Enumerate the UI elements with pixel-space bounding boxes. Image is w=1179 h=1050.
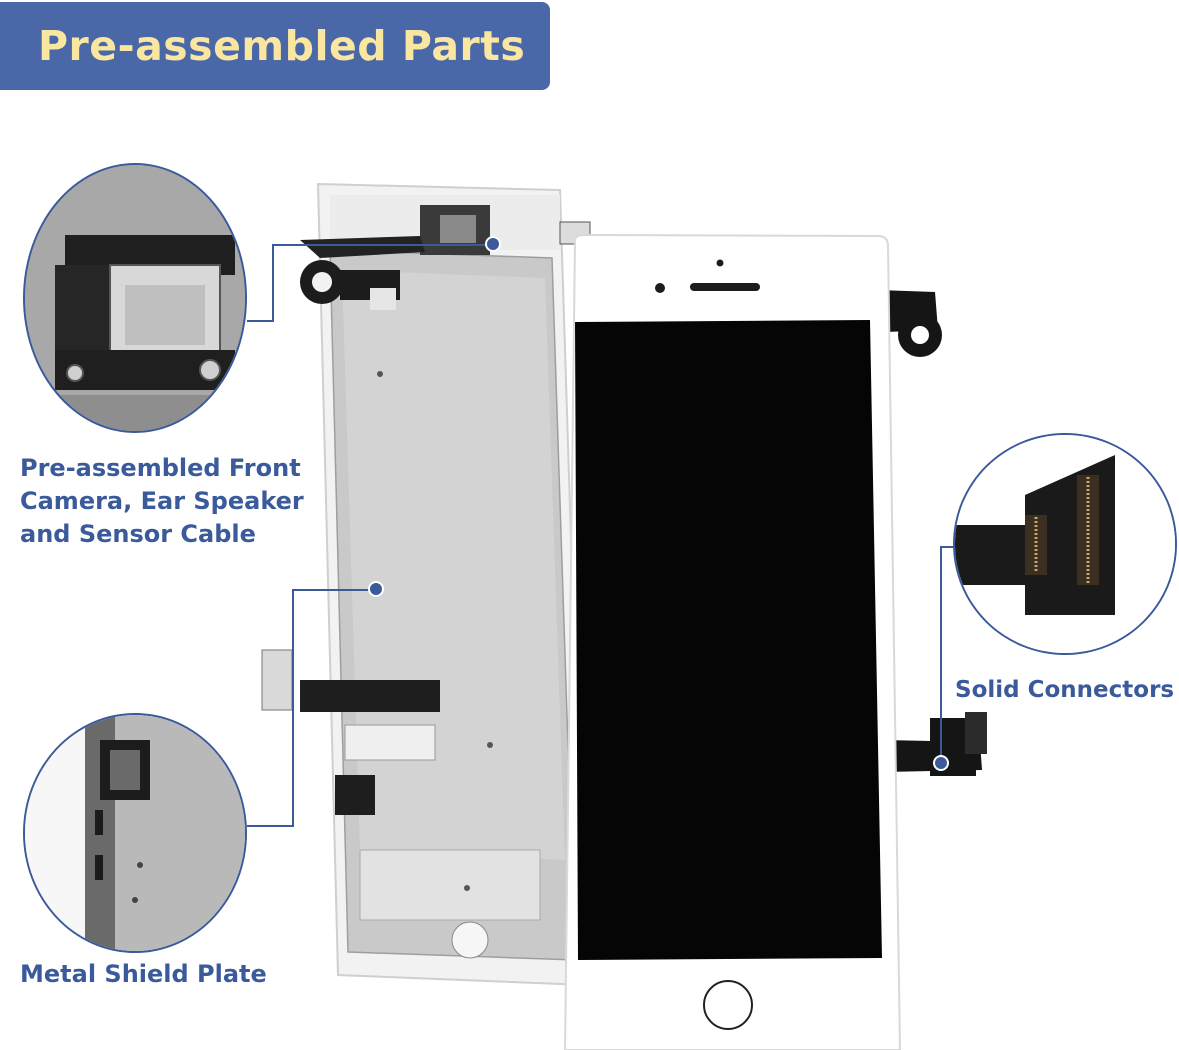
callout-line-mid-h1 (247, 825, 293, 827)
callout-line-right-h1 (940, 546, 954, 548)
callout-line-top-h2 (272, 244, 490, 246)
callout-dot-mid (368, 581, 384, 597)
connectors-closeup-circle (953, 433, 1177, 655)
callout-line-mid-v (292, 589, 294, 827)
metal-shield-label: Metal Shield Plate (20, 960, 267, 988)
front-camera-label: Pre-assembled Front Camera, Ear Speaker … (20, 452, 304, 551)
camera-speaker-closeup-icon (25, 165, 245, 431)
right-flex-cables (880, 290, 987, 776)
metal-shield-closeup-circle (23, 713, 247, 953)
banner-title: Pre-assembled Parts (38, 22, 526, 70)
front-camera-label-line-3: and Sensor Cable (20, 520, 256, 548)
callout-line-top-h1 (247, 320, 273, 322)
title-banner: Pre-assembled Parts (0, 2, 550, 90)
callout-dot-top (485, 236, 501, 252)
callout-line-top-v (272, 244, 274, 322)
callout-line-right-v (940, 546, 942, 764)
flex-connector-closeup-icon (955, 435, 1175, 653)
front-camera-label-line-2: Camera, Ear Speaker (20, 487, 304, 515)
back-assembly (261, 182, 591, 987)
solid-connectors-label: Solid Connectors (955, 677, 1175, 703)
callout-line-mid-h2 (292, 589, 374, 591)
callout-dot-right (933, 755, 949, 771)
front-camera-label-line-1: Pre-assembled Front (20, 454, 301, 482)
front-camera-closeup-circle (23, 163, 247, 433)
shield-edge-closeup-icon (25, 715, 245, 951)
front-panel (563, 233, 902, 1050)
